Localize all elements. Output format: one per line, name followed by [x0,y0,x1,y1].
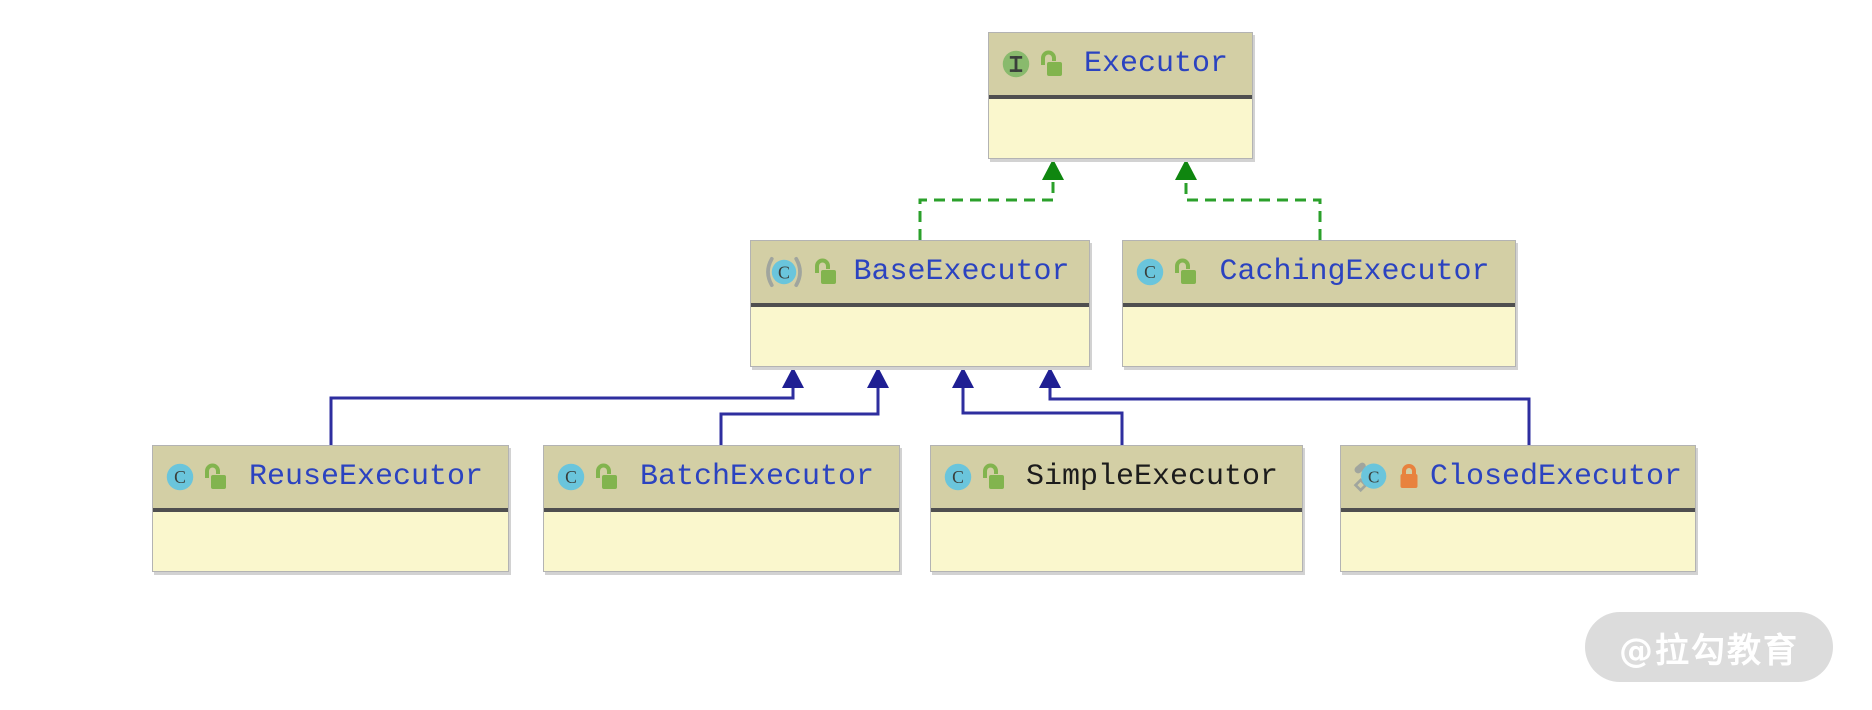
class-body [931,512,1302,571]
class-icon: C [1135,257,1165,287]
class-body [989,99,1252,158]
class-name: ReuseExecutor [248,460,484,494]
class-icon: C [556,462,586,492]
public-lock-icon [813,258,838,286]
svg-text:C: C [952,467,964,487]
class-body [544,512,899,571]
svg-text:C: C [778,263,790,283]
extends-arrowhead [1039,367,1061,388]
static-class-icon: C [1353,459,1389,495]
svg-text:C: C [1144,262,1156,282]
private-lock-icon [1397,463,1421,491]
class-node-simple-executor[interactable]: C SimpleExecutor [930,445,1303,572]
class-header: C ReuseExecutor [153,446,508,512]
abstract-class-icon: C [763,256,805,288]
svg-text:C: C [1368,467,1379,486]
class-header: C BaseExecutor [751,241,1089,307]
class-node-reuse-executor[interactable]: C ReuseExecutor [152,445,509,572]
svg-text:C: C [174,467,186,487]
class-name: BatchExecutor [639,460,875,494]
extends-arrowhead [867,367,889,388]
extends-edge[interactable] [952,367,1124,445]
watermark: @拉勾教育 [1585,612,1833,682]
class-name: BaseExecutor [853,255,1070,289]
public-lock-icon [1039,50,1064,78]
class-header: C BatchExecutor [544,446,899,512]
class-node-executor[interactable]: Executor [988,32,1253,159]
class-body [153,512,508,571]
class-name: CachingExecutor [1219,255,1490,289]
class-icon: C [943,462,973,492]
extends-arrowhead [952,367,974,388]
class-header: C ClosedExecutor [1341,446,1695,512]
class-node-caching-executor[interactable]: C CachingExecutor [1122,240,1516,367]
class-header: C SimpleExecutor [931,446,1302,512]
public-lock-icon [981,463,1006,491]
implements-arrowhead [1042,159,1064,180]
extends-arrowhead [782,367,804,388]
class-node-base-executor[interactable]: C BaseExecutor [750,240,1090,367]
implements-edge[interactable] [918,159,1064,240]
class-body [1123,307,1515,366]
public-lock-icon [203,463,228,491]
extends-edge[interactable] [719,367,889,445]
class-name: Executor [1083,47,1229,81]
class-icon: C [165,462,195,492]
class-header: C CachingExecutor [1123,241,1515,307]
implements-arrowhead [1175,159,1197,180]
svg-text:C: C [565,467,577,487]
class-node-closed-executor[interactable]: C ClosedExecutor [1340,445,1696,572]
class-body [1341,512,1695,571]
extends-edge[interactable] [1039,367,1531,445]
class-header: Executor [989,33,1252,99]
class-name: SimpleExecutor [1025,460,1279,494]
extends-edge[interactable] [329,367,804,445]
interface-icon [1001,49,1031,79]
public-lock-icon [1173,258,1198,286]
implements-edge[interactable] [1175,159,1322,240]
class-name: ClosedExecutor [1429,460,1683,494]
class-body [751,307,1089,366]
class-node-batch-executor[interactable]: C BatchExecutor [543,445,900,572]
public-lock-icon [594,463,619,491]
